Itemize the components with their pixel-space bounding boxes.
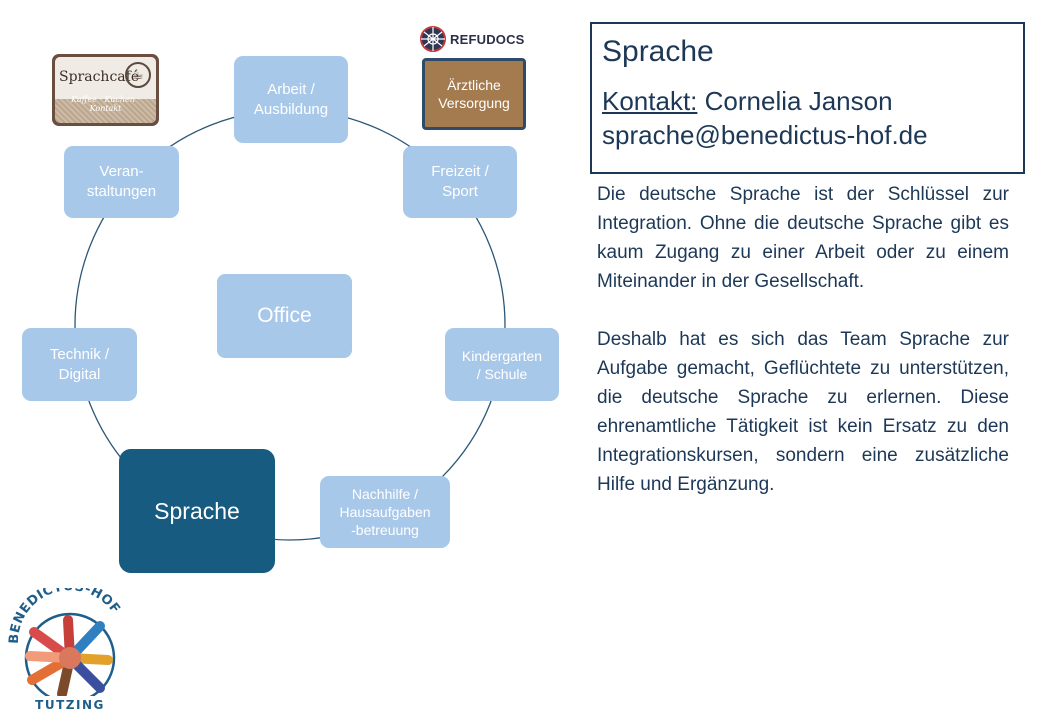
contact-name: Cornelia Janson	[704, 86, 893, 116]
refudocs-logo: REFUDOCS Ärztliche Versorgung	[420, 22, 530, 132]
paragraph-2: Deshalb hat es sich das Team Sprache zur…	[597, 329, 1009, 495]
node-arbeit[interactable]: Arbeit / Ausbildung	[234, 56, 348, 143]
node-veranstaltungen[interactable]: Veran- staltungen	[64, 146, 179, 218]
contact-label: Kontakt:	[602, 86, 698, 116]
benedictus-hof-logo: BENEDICTUS-HOF TUTZING	[7, 588, 122, 712]
node-office[interactable]: Office	[217, 274, 352, 358]
description-text: Die deutsche Sprache ist der Schlüssel z…	[597, 180, 1009, 528]
hands-icon	[25, 615, 113, 699]
contact-box: Sprache Kontakt: Cornelia Janson sprache…	[590, 22, 1025, 174]
page-title: Sprache	[602, 35, 714, 68]
refudocs-brand: REFUDOCS	[450, 31, 525, 47]
contact-email[interactable]: sprache@benedictus-hof.de	[602, 120, 928, 150]
coffee-cup-icon: ☕	[125, 62, 151, 88]
aerztliche-versorgung-box[interactable]: Ärztliche Versorgung	[422, 58, 526, 130]
sprachcafe-logo: Sprachcafé ☕ Kaffee · Kuchen · Kontakt	[52, 54, 159, 126]
contact-line: Kontakt: Cornelia Janson	[602, 84, 1013, 118]
node-freizeit[interactable]: Freizeit / Sport	[403, 146, 517, 218]
sprachcafe-name: Sprachcafé	[59, 69, 140, 85]
globe-icon	[420, 26, 446, 52]
node-technik[interactable]: Technik / Digital	[22, 328, 137, 401]
benedictus-place: TUTZING	[35, 698, 105, 712]
node-sprache-active[interactable]: Sprache	[119, 449, 275, 573]
node-nachhilfe[interactable]: Nachhilfe / Hausaufgaben -betreuung	[320, 476, 450, 548]
node-kindergarten[interactable]: Kindergarten / Schule	[445, 328, 559, 401]
paragraph-1: Die deutsche Sprache ist der Schlüssel z…	[597, 184, 1009, 292]
sprachcafe-tagline: Kaffee · Kuchen · Kontakt	[70, 95, 141, 113]
